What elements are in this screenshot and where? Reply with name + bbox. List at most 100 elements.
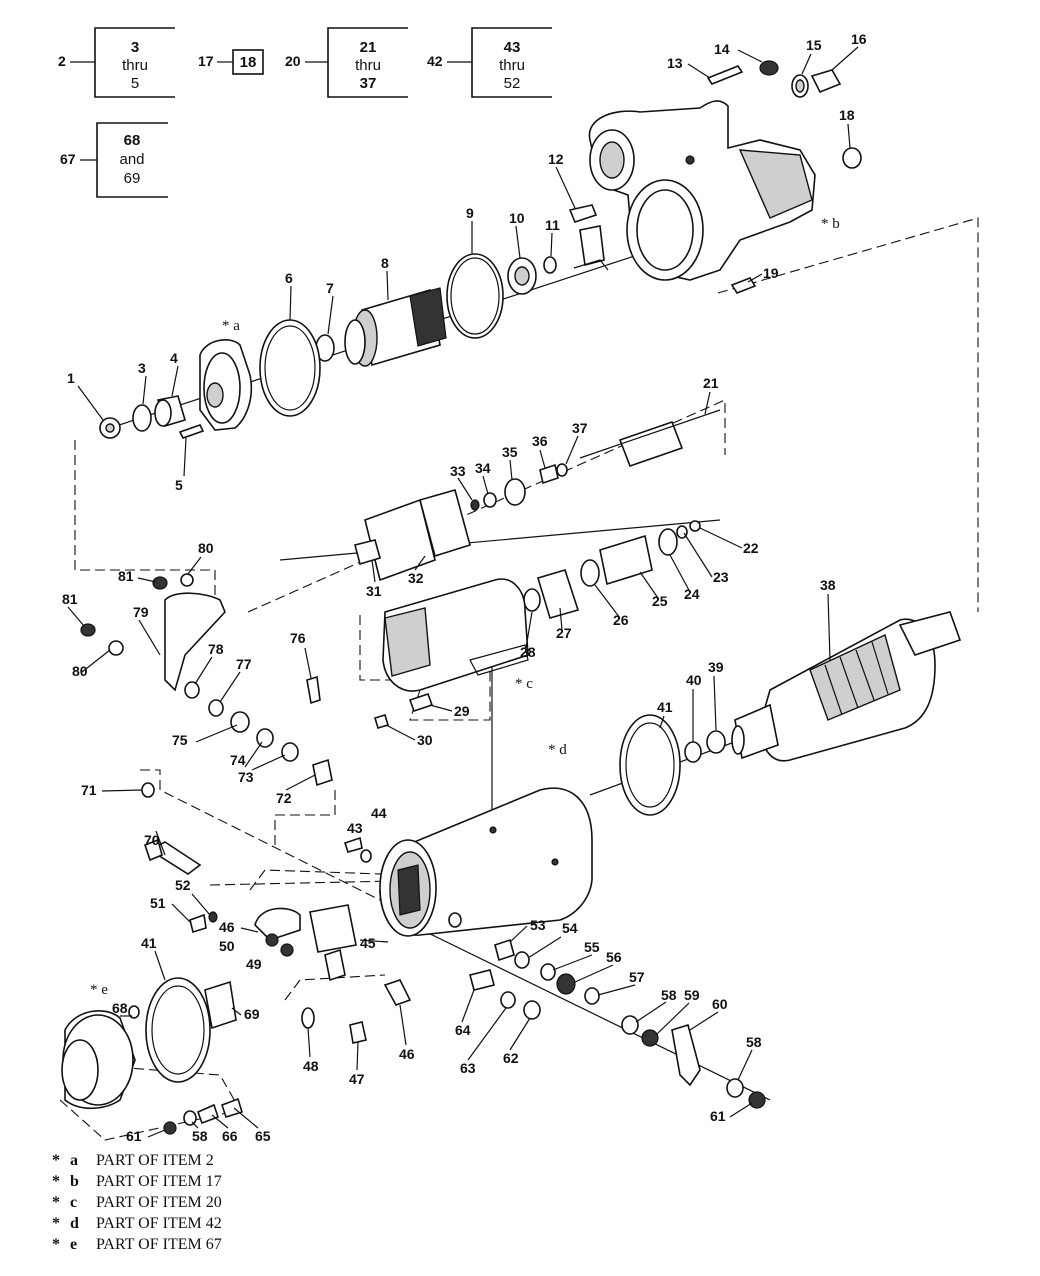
callout-labels: 1 3 4 5 6 7 8 9 10 11 12 13 14 15 16 18 … <box>62 31 867 1144</box>
callout-18: 18 <box>839 107 855 123</box>
callout-56: 56 <box>606 949 622 965</box>
callout-37: 37 <box>572 420 588 436</box>
callout-72: 72 <box>276 790 292 806</box>
armature <box>619 611 962 816</box>
callout-49: 49 <box>246 956 262 972</box>
svg-text:42: 42 <box>427 53 443 69</box>
svg-text:52: 52 <box>504 75 521 92</box>
callout-47: 47 <box>349 1071 365 1087</box>
callout-81: 81 <box>62 591 78 607</box>
callout-80: 80 <box>198 540 214 556</box>
svg-text:5: 5 <box>131 75 139 92</box>
group-box-67: 67 68 and 69 <box>60 122 168 198</box>
field-frame <box>379 787 593 937</box>
svg-text:20: 20 <box>285 53 301 69</box>
housing-hardware <box>706 60 862 294</box>
terminal-hardware <box>80 573 333 787</box>
callout-80: 80 <box>72 663 88 679</box>
callout-1: 1 <box>67 370 75 386</box>
svg-text:18: 18 <box>240 54 257 71</box>
callout-13: 13 <box>667 55 683 71</box>
callout-14: 14 <box>714 41 730 57</box>
commutator-end-frame <box>61 977 243 1135</box>
callout-8: 8 <box>381 255 389 271</box>
callout-58: 58 <box>192 1128 208 1144</box>
callout-55: 55 <box>584 939 600 955</box>
callout-54: 54 <box>562 920 578 936</box>
svg-text:69: 69 <box>124 170 141 187</box>
callout-79: 79 <box>133 604 149 620</box>
callout-9: 9 <box>466 205 474 221</box>
callout-50: 50 <box>219 938 235 954</box>
solenoid-housing <box>374 578 529 729</box>
callout-46: 46 <box>399 1046 415 1062</box>
callout-69: 69 <box>244 1006 260 1022</box>
callout-33: 33 <box>450 463 466 479</box>
callout-75: 75 <box>172 732 188 748</box>
svg-text:thru: thru <box>355 57 381 74</box>
callout-60: 60 <box>712 996 728 1012</box>
callout-26: 26 <box>613 612 629 628</box>
group-box-20: 20 21 thru 37 <box>285 27 408 98</box>
callout-46: 46 <box>219 919 235 935</box>
svg-text:67: 67 <box>60 151 76 167</box>
mark-a: * a <box>222 318 240 334</box>
callout-73: 73 <box>238 769 254 785</box>
callout-32: 32 <box>408 570 424 586</box>
callout-31: 31 <box>366 583 382 599</box>
callout-29: 29 <box>454 703 470 719</box>
callout-22: 22 <box>743 540 759 556</box>
callout-62: 62 <box>503 1050 519 1066</box>
callout-7: 7 <box>326 280 334 296</box>
svg-text:thru: thru <box>122 57 148 74</box>
callout-41: 41 <box>141 935 157 951</box>
callout-19: 19 <box>763 265 779 281</box>
callout-41: 41 <box>657 699 673 715</box>
callout-57: 57 <box>629 969 645 985</box>
svg-text:3: 3 <box>131 39 139 56</box>
callout-15: 15 <box>806 37 822 53</box>
callout-76: 76 <box>290 630 306 646</box>
callout-40: 40 <box>686 672 702 688</box>
callout-68: 68 <box>112 1000 128 1016</box>
callout-45: 45 <box>360 935 376 951</box>
callout-3: 3 <box>138 360 146 376</box>
drive-housing <box>588 100 816 281</box>
frame-bolt <box>141 782 202 875</box>
solenoid-plunger-parts <box>354 409 721 619</box>
brush-holder-parts <box>189 836 412 1044</box>
svg-text:thru: thru <box>499 57 525 74</box>
svg-text:17: 17 <box>198 53 214 69</box>
svg-text:37: 37 <box>360 75 377 92</box>
callout-21: 21 <box>703 375 719 391</box>
callout-65: 65 <box>255 1128 271 1144</box>
mark-c: * c <box>515 676 533 692</box>
callout-28: 28 <box>520 644 536 660</box>
callout-61: 61 <box>710 1108 726 1124</box>
callout-5: 5 <box>175 477 183 493</box>
callout-25: 25 <box>652 593 668 609</box>
assembly-centerlines <box>59 217 979 1141</box>
callout-71: 71 <box>81 782 97 798</box>
callout-39: 39 <box>708 659 724 675</box>
callout-4: 4 <box>170 350 178 366</box>
callout-36: 36 <box>532 433 548 449</box>
group-box-42: 42 43 thru 52 <box>427 27 552 98</box>
callout-77: 77 <box>236 656 252 672</box>
drive-parts-upper <box>446 204 609 339</box>
leader-lines <box>67 46 859 1138</box>
callout-66: 66 <box>222 1128 238 1144</box>
callout-11: 11 <box>545 217 560 233</box>
callout-53: 53 <box>530 917 546 933</box>
callout-52: 52 <box>175 877 191 893</box>
callout-35: 35 <box>502 444 518 460</box>
group-box-17: 17 18 <box>198 49 264 75</box>
group-box-2: 2 3 thru 5 <box>58 27 175 98</box>
callout-27: 27 <box>556 625 572 641</box>
